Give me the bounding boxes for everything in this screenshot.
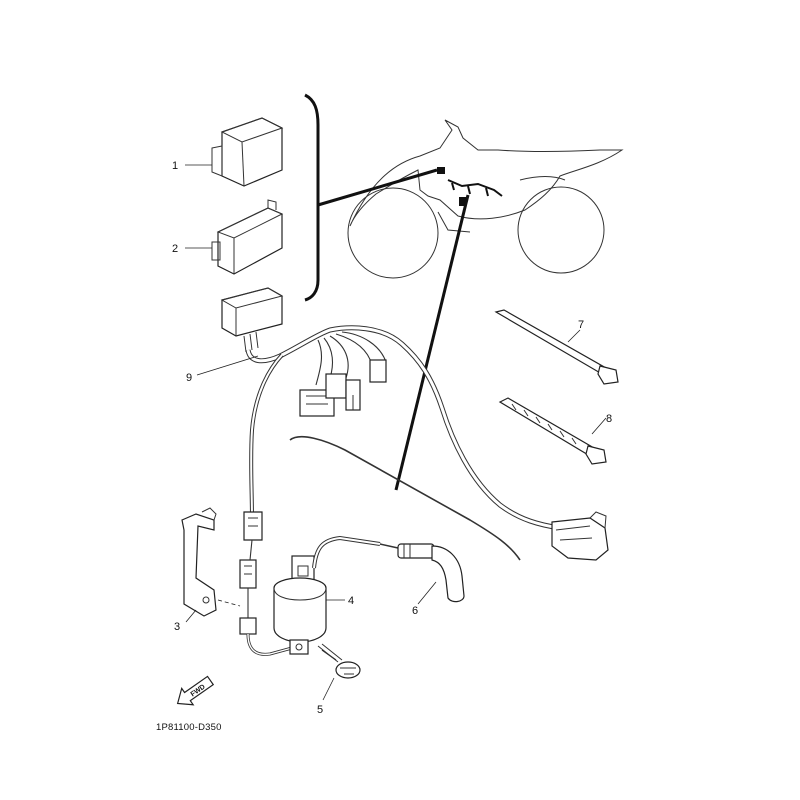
callout-3: 3 <box>174 621 180 633</box>
callout-4: 4 <box>348 595 354 607</box>
callout-leaders <box>185 164 607 701</box>
bolt-part <box>317 643 361 679</box>
forward-label: FWD <box>190 684 207 699</box>
callout-8: 8 <box>606 413 612 425</box>
callout-6: 6 <box>412 605 418 617</box>
bracket-part <box>181 507 241 617</box>
callout-7: 7 <box>578 319 584 331</box>
callout-9: 9 <box>186 372 192 384</box>
main-connector-part <box>220 287 284 353</box>
callout-2: 2 <box>172 243 178 255</box>
diagram-code: 1P81100-D350 <box>156 722 222 733</box>
cdi-unit-part <box>211 117 284 187</box>
pointer-line-upper <box>317 168 438 207</box>
group-bracket <box>304 93 320 302</box>
spark-plug-cap-part <box>397 543 465 603</box>
cable-bracket-arc <box>289 435 521 561</box>
callout-5: 5 <box>317 704 323 716</box>
pointer-line-lower <box>394 194 470 491</box>
wire-harness-part <box>243 325 609 561</box>
ignition-coil-part <box>273 535 399 655</box>
cable-tie-7-part <box>494 309 619 385</box>
relay-connector-part <box>239 539 293 656</box>
forward-arrow-icon: FWD <box>176 675 215 706</box>
motorcycle-silhouette <box>347 119 624 279</box>
rectifier-part <box>211 199 284 275</box>
cable-tie-8-part <box>498 397 607 465</box>
callout-1: 1 <box>172 160 178 172</box>
